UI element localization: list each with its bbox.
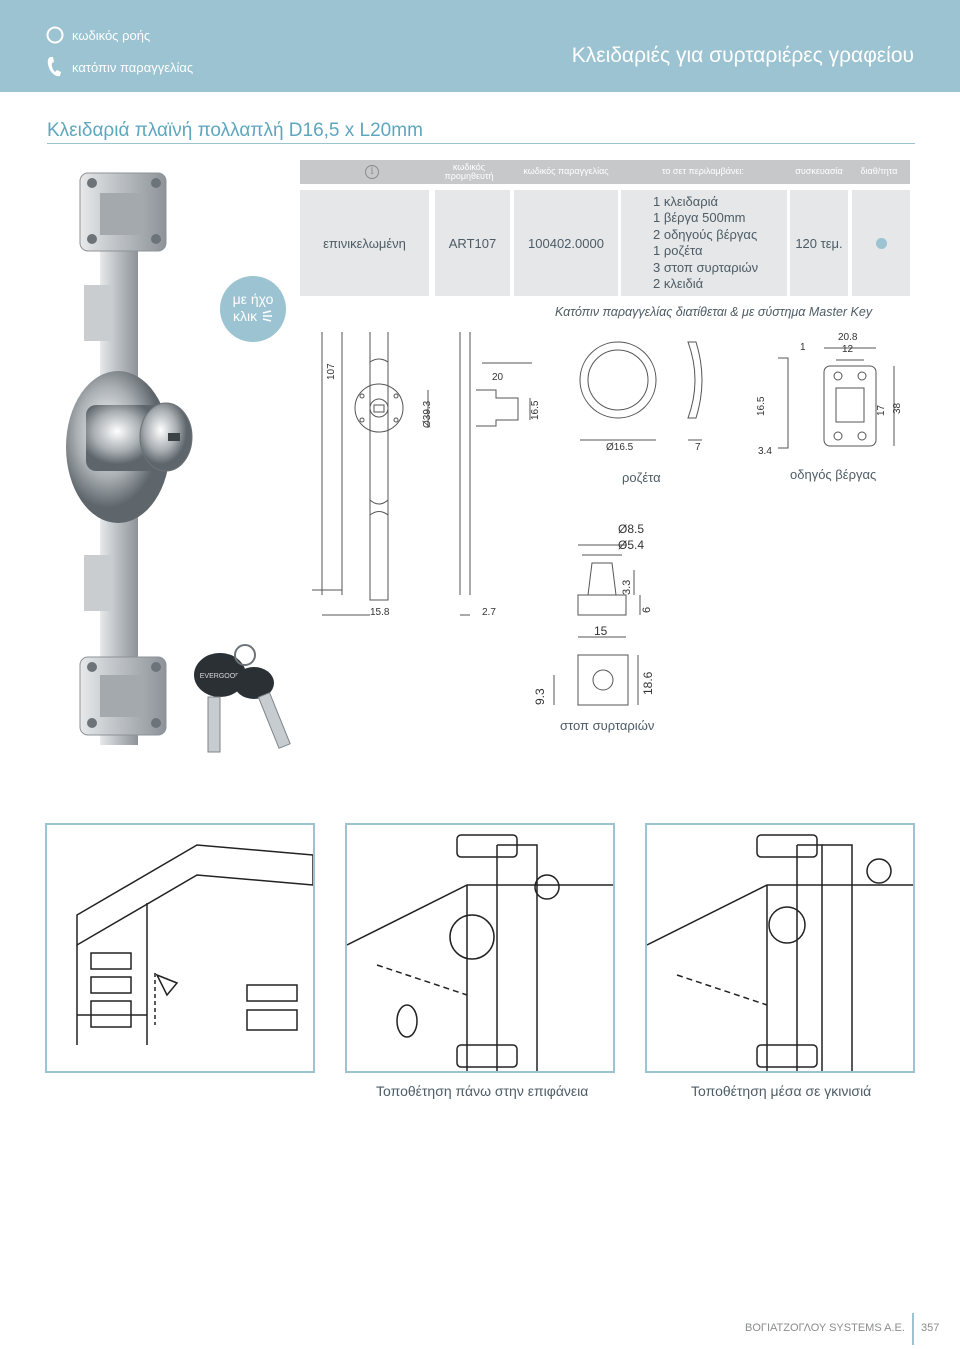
dim-107: 107 — [326, 363, 337, 380]
desk-illustration — [76, 844, 313, 1045]
finish-text: επινικελωμένη — [323, 235, 406, 251]
header-band: κωδικός ροής κατόπιν παραγγελίας Κλειδαρ… — [0, 0, 960, 92]
surface-mount-caption: Τοποθέτηση πάνω στην επιφάνεια — [376, 1083, 589, 1099]
rosette-dim-16-5: Ø16.5 — [606, 442, 634, 453]
guide-dim-1: 1 — [800, 342, 806, 353]
footer-divider — [912, 1313, 914, 1345]
content-item: 3 στοπ συρταριών — [653, 259, 759, 275]
lock-technical-drawing: 107 20 16.5 Ø39.3 15.8 2.7 — [312, 332, 541, 618]
drawer-stop-caption: στοπ συρταριών — [560, 718, 655, 733]
th-availability: διαθ/τητα — [860, 166, 898, 177]
product-title: Κλειδαριά πλαϊνή πολλαπλή D16,5 x L20mm — [47, 120, 423, 141]
cell-order-code: 100402.0000 — [514, 190, 618, 296]
recessed-mount-panel — [645, 823, 915, 1073]
surface-mount-panel — [345, 823, 615, 1073]
legend-order: κατόπιν παραγγελίας — [46, 56, 193, 78]
supplier-code-text: ART107 — [448, 235, 497, 251]
th-set-includes: το σετ περιλαμβάνει: — [661, 166, 745, 177]
cell-supplier-code: ART107 — [435, 190, 510, 296]
th-supplier-code: κωδικός προμηθευτή — [444, 161, 494, 181]
dim-15-8: 15.8 — [370, 607, 390, 618]
footer-company: ΒΟΓΙΑΤΖΟΓΛΟΥ SYSTEMS A.E. — [745, 1322, 905, 1334]
stop-dim-18-6: 18.6 — [641, 671, 655, 695]
sound-waves-icon — [262, 310, 272, 322]
th-order-code: κωδικός παραγγελίας — [523, 166, 609, 177]
stop-dim-9-3: 9.3 — [533, 688, 547, 705]
cell-availability — [852, 190, 910, 296]
badge-line1: με ήχο — [232, 291, 274, 307]
guide-dim-38: 38 — [892, 402, 903, 414]
rosette-drawing: Ø16.5 7 — [579, 341, 703, 453]
title-divider — [47, 143, 915, 144]
key-brand-label: EVERGOOD — [200, 673, 240, 680]
cell-packaging: 120 τεμ. — [790, 190, 848, 296]
content-item: 1 κλειδαριά — [653, 193, 719, 209]
packaging-text: 120 τεμ. — [795, 235, 843, 251]
circle-icon — [46, 26, 64, 44]
rod-guide-caption: οδηγός βέργας — [790, 467, 877, 482]
badge-line2: κλικ — [232, 308, 258, 324]
rosette-dim-7: 7 — [695, 442, 701, 453]
desk-illustration-panel — [45, 823, 315, 1073]
recessed-mount-caption: Τοποθέτηση μέσα σε γκινισιά — [691, 1083, 872, 1099]
info-icon: i — [365, 165, 379, 179]
dim-39-3: Ø39.3 — [422, 400, 433, 428]
guide-dim-17: 17 — [876, 404, 887, 416]
recessed-mount-illustration — [647, 834, 913, 1071]
drawer-stop-drawing: Ø8.5 Ø5.4 3.3 6 15 9.3 18.6 — [533, 522, 655, 706]
stop-dim-3-3: 3.3 — [621, 580, 633, 595]
cell-set-contents: 1 κλειδαριά 1 βέργα 500mm 2 οδηγούς βέργ… — [621, 190, 787, 296]
legend-code: κωδικός ροής — [46, 26, 150, 44]
content-item: 1 ροζέτα — [653, 243, 703, 258]
guide-dim-16-5: 16.5 — [756, 396, 767, 416]
table-header: i κωδικός προμηθευτή κωδικός παραγγελίας… — [300, 160, 910, 184]
lock-photo — [66, 172, 193, 745]
guide-dim-3-4: 3.4 — [758, 446, 772, 457]
content-item: 1 βέργα 500mm — [653, 210, 746, 225]
stop-dim-8-5: Ø8.5 — [618, 522, 644, 536]
content-item: 2 οδηγούς βέργας — [653, 226, 758, 242]
dim-20: 20 — [492, 372, 504, 383]
click-sound-badge: με ήχο κλικ — [220, 276, 286, 342]
stop-dim-5-4: Ø5.4 — [618, 538, 644, 552]
info-cell: i — [360, 160, 384, 184]
master-key-note: Κατόπιν παραγγελίας διατίθεται & με σύστ… — [555, 305, 873, 319]
dim-2-7: 2.7 — [482, 607, 496, 618]
th-packaging: συσκευασία — [795, 166, 843, 177]
stop-dim-6: 6 — [641, 607, 653, 613]
phone-icon — [47, 57, 61, 77]
rosette-caption: ροζέτα — [622, 470, 661, 485]
surface-mount-illustration — [347, 834, 613, 1071]
content-item: 2 κλειδιά — [653, 276, 704, 291]
keys-photo: EVERGOOD — [194, 644, 291, 753]
dim-16-5: 16.5 — [530, 400, 541, 420]
availability-dot — [875, 237, 887, 249]
stop-dim-15: 15 — [594, 624, 608, 638]
cell-finish: επινικελωμένη — [300, 190, 429, 296]
legend-code-label: κωδικός ροής — [72, 27, 151, 43]
page-header-title: Κλειδαριές για συρταριέρες γραφείου — [571, 44, 914, 67]
page-number: 357 — [921, 1322, 940, 1334]
order-code-text: 100402.0000 — [528, 235, 604, 251]
legend-order-label: κατόπιν παραγγελίας — [72, 59, 194, 75]
guide-dim-12: 12 — [842, 344, 854, 355]
rod-guide-drawing: 1 20.8 12 16.5 17 38 3.4 — [756, 332, 903, 457]
guide-dim-20-8: 20.8 — [838, 332, 858, 343]
